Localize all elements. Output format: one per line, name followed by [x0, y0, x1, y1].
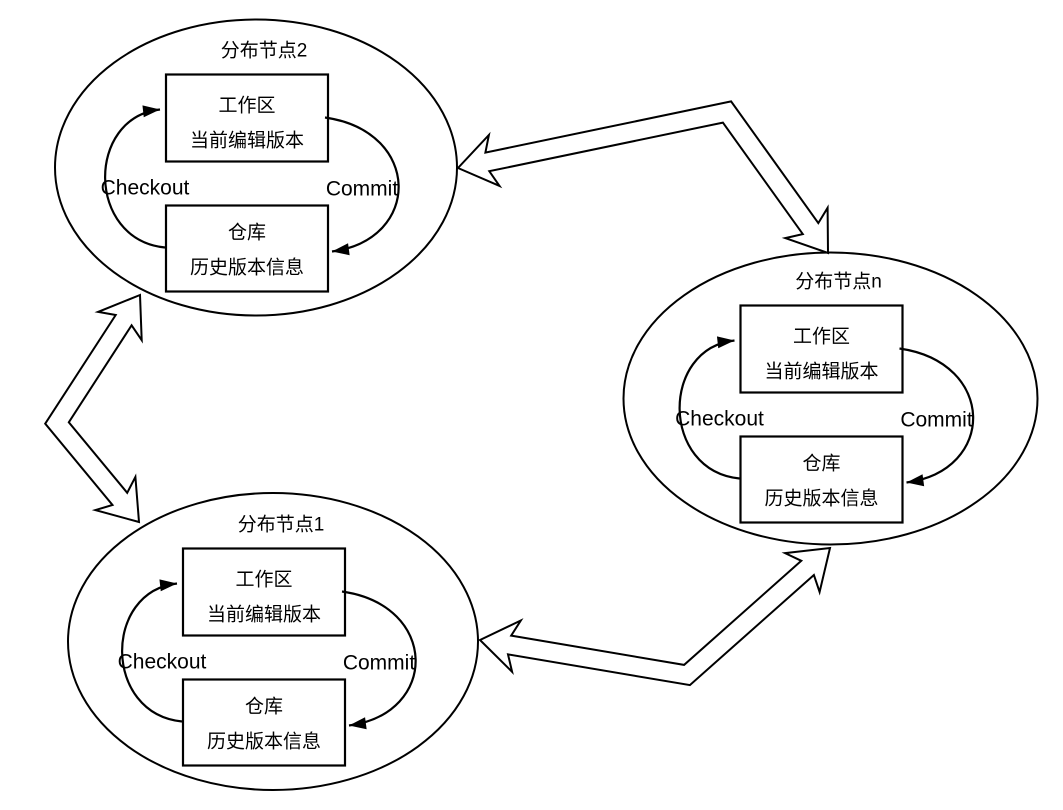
node-1-workspace-box [181, 547, 347, 637]
commit-label: Commit [900, 409, 972, 432]
node-2-ellipse [54, 18, 458, 317]
commit-label: Commit [326, 178, 398, 201]
node-2-repository-box [164, 204, 330, 293]
workspace-box-line2: 当前编辑版本 [190, 130, 304, 152]
workspace-box-line2: 当前编辑版本 [764, 361, 878, 383]
checkout-arc-arrow [104, 105, 166, 249]
node-n-workspace-box [739, 304, 904, 394]
node-1-group: 分布节点1 工作区 当前编辑版本 仓库 历史版本信息 Checkout Comm… [67, 492, 479, 791]
checkout-arc-arrow [121, 579, 183, 723]
repository-box-line1: 仓库 [228, 222, 266, 244]
checkout-label: Checkout [101, 177, 190, 200]
repository-box-line2: 历史版本信息 [764, 488, 878, 510]
checkout-arc-arrow [678, 336, 740, 480]
workspace-box-line2: 当前编辑版本 [207, 604, 321, 626]
repository-box-line2: 历史版本信息 [190, 257, 304, 279]
workspace-box-line1: 工作区 [235, 569, 292, 591]
node-n-repository-box [739, 435, 904, 524]
node-2-title: 分布节点2 [221, 40, 308, 62]
node-1-title: 分布节点1 [238, 514, 325, 536]
commit-arc-arrow [899, 347, 975, 487]
commit-arc-arrow [341, 590, 417, 730]
node-1-repository-box [181, 678, 347, 767]
node-1-ellipse [67, 492, 479, 791]
node-n-ellipse [622, 251, 1039, 546]
workspace-box-line1: 工作区 [793, 326, 850, 348]
repository-box-line1: 仓库 [245, 696, 283, 718]
commit-arc-arrow [324, 116, 400, 256]
sync-arrow-node2-node1 [43, 293, 143, 524]
repository-box-line2: 历史版本信息 [207, 731, 321, 753]
node-n-title: 分布节点n [795, 271, 882, 293]
node-2-workspace-box [164, 73, 330, 163]
commit-label: Commit [343, 652, 415, 675]
node-n-group: 分布节点n 工作区 当前编辑版本 仓库 历史版本信息 Checkout Comm… [622, 251, 1039, 546]
workspace-box-line1: 工作区 [218, 95, 275, 117]
sync-arrow-node1-noden [478, 546, 832, 687]
node-2-group: 分布节点2 工作区 当前编辑版本 仓库 历史版本信息 Checkout Comm… [54, 18, 458, 317]
checkout-label: Checkout [118, 651, 207, 674]
sync-arrow-node2-noden [456, 100, 830, 255]
checkout-label: Checkout [675, 408, 764, 431]
repository-box-line1: 仓库 [802, 453, 840, 475]
